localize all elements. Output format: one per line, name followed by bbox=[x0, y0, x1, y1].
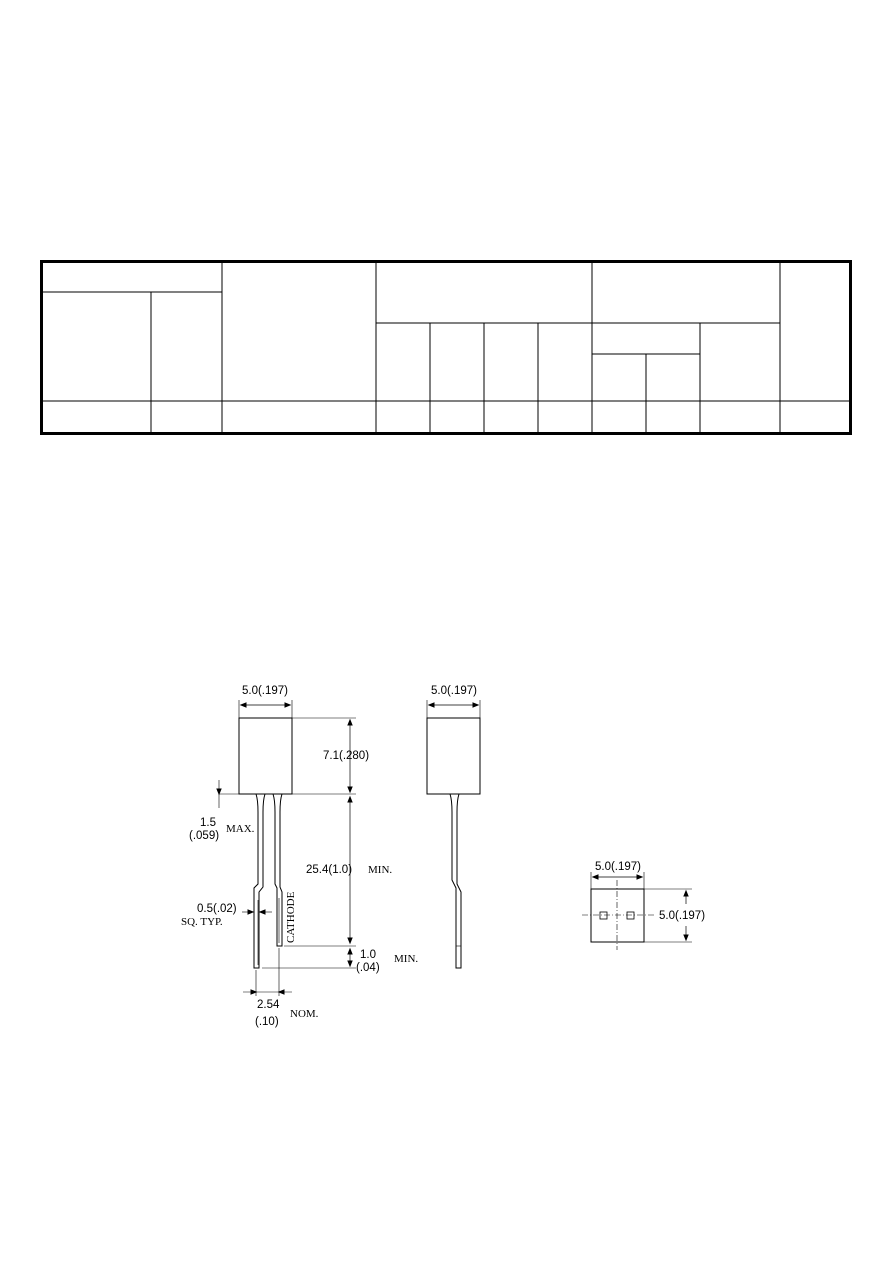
standoff-suffix: MAX. bbox=[226, 823, 255, 835]
lead-right bbox=[272, 793, 283, 947]
standoff-label-1: 1.5 bbox=[200, 817, 216, 829]
top-width-label: 5.0(.197) bbox=[595, 861, 641, 873]
table-grid bbox=[43, 263, 849, 432]
top-pin-right bbox=[626, 911, 635, 920]
lead-left bbox=[253, 793, 266, 969]
lead-size-label-2: SQ. TYP. bbox=[181, 916, 223, 928]
top-view bbox=[582, 872, 692, 950]
side-body bbox=[426, 717, 481, 795]
lead-length-label: 25.4(1.0) bbox=[306, 864, 352, 876]
side-view bbox=[426, 700, 481, 969]
top-pin-left bbox=[599, 911, 608, 920]
lead-end-suffix: MIN. bbox=[394, 953, 418, 965]
top-body bbox=[590, 888, 645, 943]
specification-table bbox=[40, 260, 852, 435]
pitch-label-1: 2.54 bbox=[257, 999, 280, 1011]
side-lead bbox=[449, 793, 462, 969]
lead-end-label-1: 1.0 bbox=[360, 949, 376, 961]
front-height-label: 7.1(.280) bbox=[323, 750, 369, 762]
front-width-label: 5.0(.197) bbox=[242, 685, 288, 697]
standoff-label-2: (.059) bbox=[189, 830, 219, 842]
top-height-label: 5.0(.197) bbox=[659, 910, 705, 922]
front-view bbox=[216, 700, 356, 996]
cathode-label: CATHODE bbox=[285, 891, 297, 943]
side-width-label: 5.0(.197) bbox=[431, 685, 477, 697]
pitch-label-2: (.10) bbox=[255, 1016, 279, 1028]
lead-length-suffix: MIN. bbox=[368, 864, 392, 876]
lead-end-label-2: (.04) bbox=[356, 962, 380, 974]
pitch-suffix: NOM. bbox=[290, 1008, 319, 1020]
lead-size-label-1: 0.5(.02) bbox=[197, 903, 237, 915]
front-body bbox=[238, 717, 293, 795]
